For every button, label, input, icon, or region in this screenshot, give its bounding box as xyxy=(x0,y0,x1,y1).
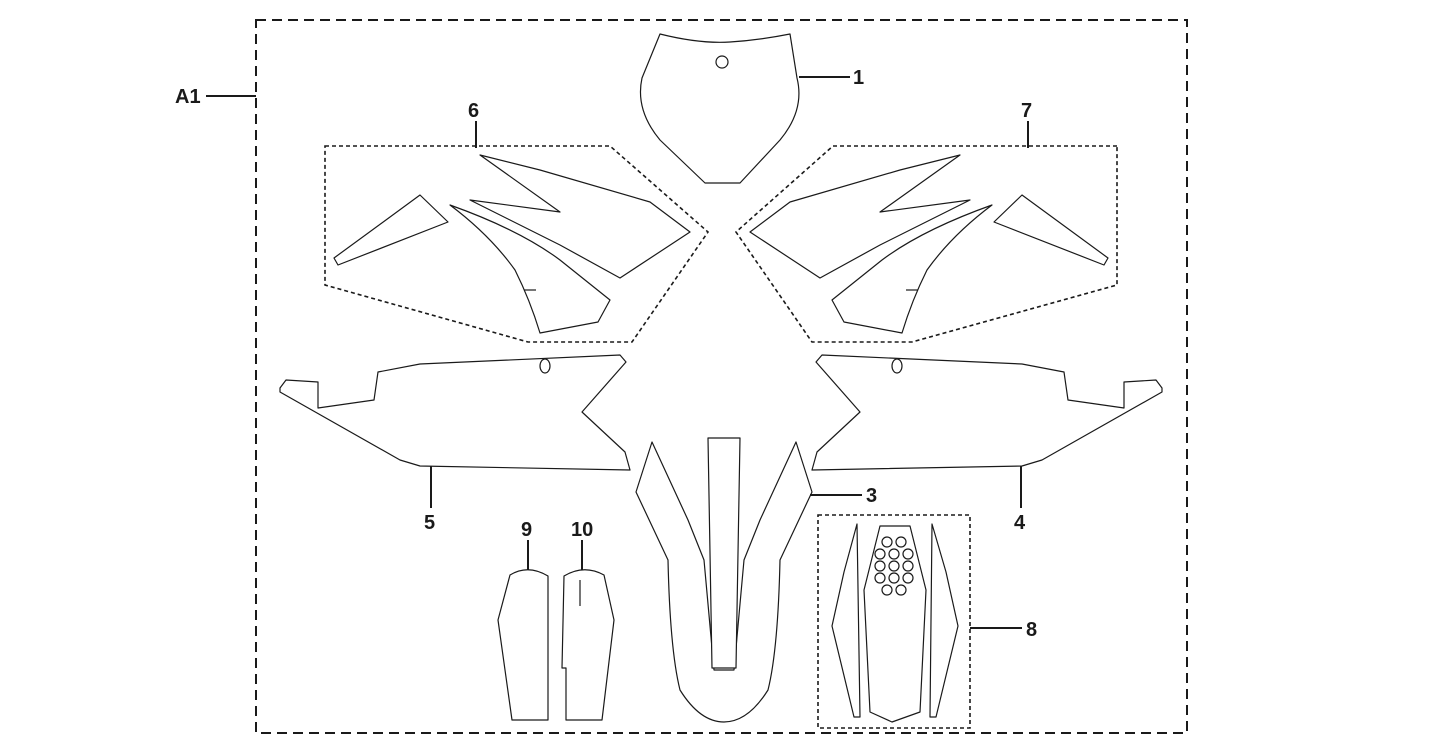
label-10: 10 xyxy=(571,519,593,541)
label-4: 4 xyxy=(1014,512,1026,534)
group-6-boundary xyxy=(324,145,710,343)
grip-dots xyxy=(874,536,914,596)
part-9-fork-sticker xyxy=(497,569,549,721)
label-6: 6 xyxy=(468,100,479,122)
part-1-number-plate xyxy=(639,33,800,184)
part-8-grip-set xyxy=(831,523,959,723)
group-7-boundary xyxy=(734,145,1118,343)
label-7: 7 xyxy=(1021,100,1032,122)
part-10-fork-sticker xyxy=(561,569,615,721)
label-8: 8 xyxy=(1026,619,1037,641)
label-9: 9 xyxy=(521,519,532,541)
part-6-shroud-graphics xyxy=(333,154,691,334)
part-4-right-side-panel xyxy=(811,354,1163,471)
label-3: 3 xyxy=(866,485,877,507)
part-3-front-fender xyxy=(635,437,813,723)
label-1: 1 xyxy=(853,67,864,89)
group-8-boundary xyxy=(817,514,971,729)
label-5: 5 xyxy=(424,512,435,534)
part-5-left-side-panel xyxy=(279,354,631,471)
label-a1: A1 xyxy=(175,86,201,108)
assembly-a1-boundary xyxy=(255,19,1188,734)
part-7-shroud-graphics xyxy=(749,154,1109,334)
